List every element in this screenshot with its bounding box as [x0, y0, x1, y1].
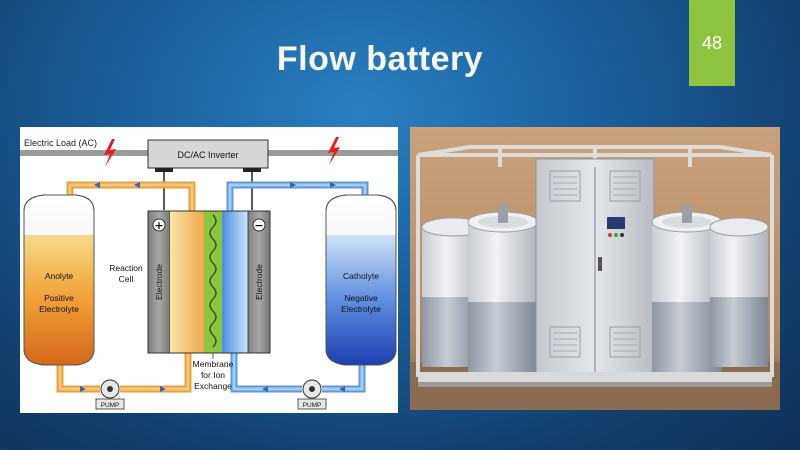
for-ion-label: for Ion [201, 370, 225, 380]
pump-left-label: PUMP [101, 402, 120, 409]
negative-electrolyte-label: Electrolyte [341, 304, 381, 314]
cell-label: Cell [119, 274, 134, 284]
membrane-label: Membrane [193, 359, 234, 369]
plus-sign: + [154, 219, 163, 232]
electric-load-label: Electric Load (AC) [24, 138, 97, 148]
positive-terminal-icon [152, 218, 166, 232]
lightning-icon-right [328, 137, 340, 165]
display-screen [607, 217, 625, 229]
electrode-right-label: Electrode [254, 264, 264, 300]
anolyte-label: Anolyte [45, 271, 74, 281]
support-frame [416, 145, 774, 377]
ion-membrane [204, 211, 222, 353]
slide-title: Flow battery [276, 40, 484, 78]
positive-label: Positive [44, 293, 74, 303]
flow-battery-diagram: Electric Load (AC) DC/AC Inverter [20, 127, 398, 413]
pump-right-icon [297, 379, 327, 410]
catholyte-pipes [226, 181, 369, 393]
inverter-box [147, 139, 269, 169]
left-electrolyte-tanks [421, 205, 539, 372]
electrode-left-label: Electrode [154, 264, 164, 300]
anolyte-tank [23, 194, 95, 366]
slide-number: 48 [701, 32, 723, 53]
pump-left-icon [95, 379, 125, 410]
right-electrolyte-tanks [651, 205, 769, 372]
reaction-cell [147, 210, 271, 354]
catholyte-tank [325, 194, 397, 366]
inverter-label: DC/AC Inverter [177, 150, 238, 160]
exchange-label: Exchange [194, 381, 232, 391]
reaction-label: Reaction [109, 263, 143, 273]
flow-battery-photo [410, 127, 780, 410]
anolyte-pipes [56, 181, 196, 393]
control-cabinet [535, 158, 655, 386]
base-frame [418, 372, 772, 382]
pump-right-label: PUMP [303, 402, 322, 409]
catholyte-label: Catholyte [343, 271, 379, 281]
slide-number-badge: 48 [689, 0, 735, 86]
positive-electrolyte-label: Electrolyte [39, 304, 79, 314]
negative-terminal-icon [252, 218, 266, 232]
minus-sign: − [254, 219, 263, 232]
negative-label: Negative [344, 293, 378, 303]
lightning-icon-left [104, 139, 116, 167]
